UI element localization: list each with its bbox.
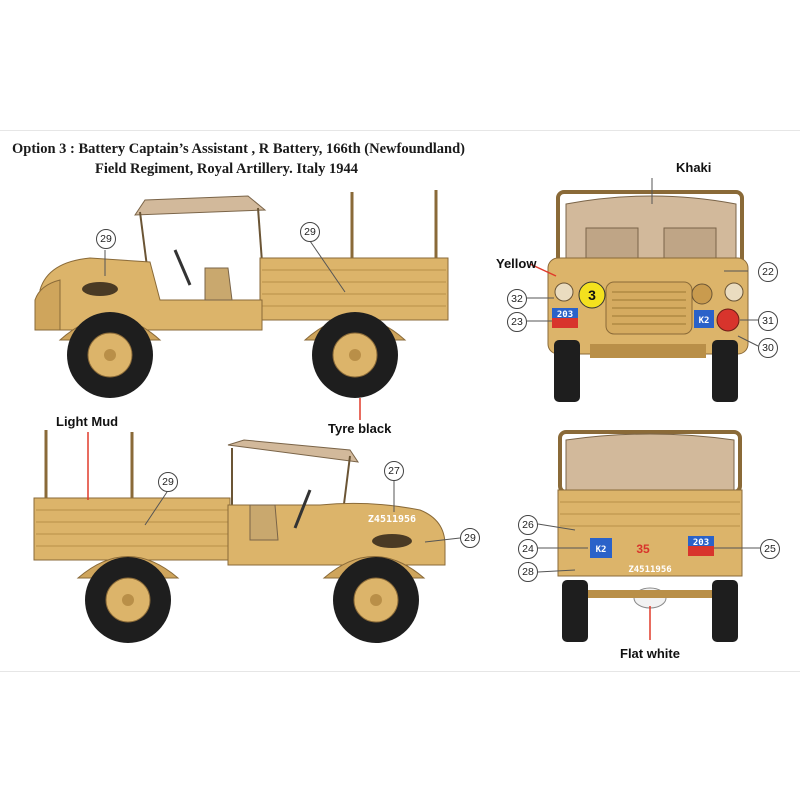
callout-side1-bed: 29 <box>300 222 320 242</box>
callout-front-30: 30 <box>758 338 778 358</box>
side-view-right-facing: Z4511956 <box>33 430 461 643</box>
side-registration: Z4511956 <box>368 514 416 525</box>
callout-side2-27: 27 <box>384 461 404 481</box>
callout-rear-25: 25 <box>760 539 780 559</box>
callout-front-23: 23 <box>507 312 527 332</box>
callout-side1-bonnet: 29 <box>96 229 116 249</box>
front-view: 3 203 K2 <box>527 178 759 402</box>
front-unit-code: K2 <box>699 316 710 326</box>
rear-formation-number: 203 <box>693 538 709 548</box>
callout-side2-bed: 29 <box>158 472 178 492</box>
label-light-mud: Light Mud <box>56 414 119 429</box>
callout-front-32: 32 <box>507 289 527 309</box>
option-title: Option 3 : Battery Captain’s Assistant ,… <box>12 139 465 179</box>
label-flat-white: Flat white <box>620 646 680 661</box>
rear-view: K2 35 203 Z4511956 <box>537 430 760 642</box>
label-tyre-black: Tyre black <box>328 421 392 436</box>
rear-unit-code: K2 <box>596 545 607 555</box>
title-line-1: Option 3 : Battery Captain’s Assistant ,… <box>12 141 466 157</box>
front-formation-number: 203 <box>557 310 573 320</box>
bridge-disc-number: 3 <box>588 287 596 303</box>
label-yellow: Yellow <box>496 256 537 271</box>
callout-front-22: 22 <box>758 262 778 282</box>
title-line-2: Field Regiment, Royal Artillery. Italy 1… <box>95 161 358 177</box>
callout-rear-24: 24 <box>518 539 538 559</box>
label-khaki: Khaki <box>676 160 712 175</box>
rear-registration: Z4511956 <box>628 565 671 575</box>
callout-rear-28: 28 <box>518 562 538 582</box>
callout-front-31: 31 <box>758 311 778 331</box>
rear-sign-number: 35 <box>636 542 650 556</box>
callout-side2-bonnet: 29 <box>460 528 480 548</box>
side-view-left-facing <box>34 190 449 420</box>
callout-rear-26: 26 <box>518 515 538 535</box>
